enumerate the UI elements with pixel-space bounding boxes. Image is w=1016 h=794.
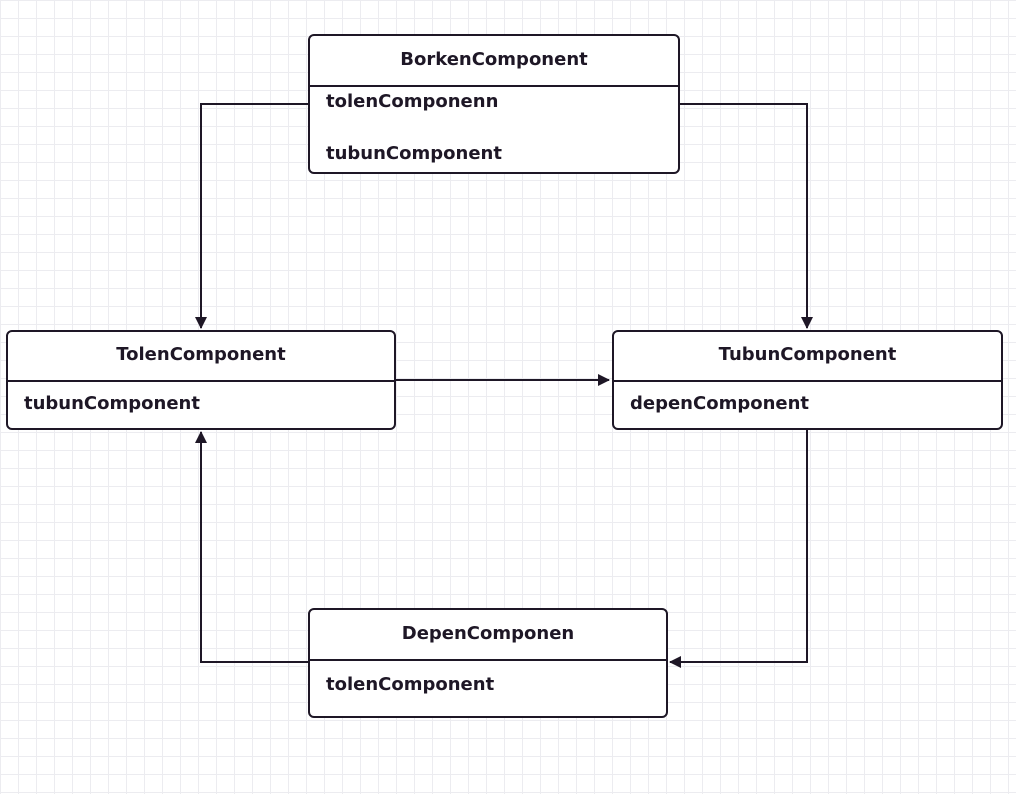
edge-tubun-to-depen	[669, 430, 808, 668]
node-title: TubunComponent	[614, 332, 1001, 382]
edge-depen-to-tolen	[195, 431, 308, 663]
field-tolen-component: tolenComponent	[326, 674, 495, 695]
field-tubun-component: tubunComponent	[24, 393, 200, 414]
field-tubun-component: tubunComponent	[326, 143, 502, 164]
node-title: BorkenComponent	[310, 36, 678, 87]
node-tubun-component[interactable]: TubunComponent depenComponent	[612, 330, 1003, 430]
node-depen-componen[interactable]: DepenComponen tolenComponent	[308, 608, 668, 718]
edge-borken-to-tubun	[680, 103, 813, 329]
node-title: DepenComponen	[310, 610, 666, 661]
node-borken-component[interactable]: BorkenComponent tolenComponenn tubunComp…	[308, 34, 680, 174]
node-tolen-component[interactable]: TolenComponent tubunComponent	[6, 330, 396, 430]
field-tolen-componenn: tolenComponenn	[326, 91, 499, 112]
edge-borken-to-tolen	[195, 103, 308, 329]
node-title: TolenComponent	[8, 332, 394, 382]
field-depen-component: depenComponent	[630, 393, 810, 414]
